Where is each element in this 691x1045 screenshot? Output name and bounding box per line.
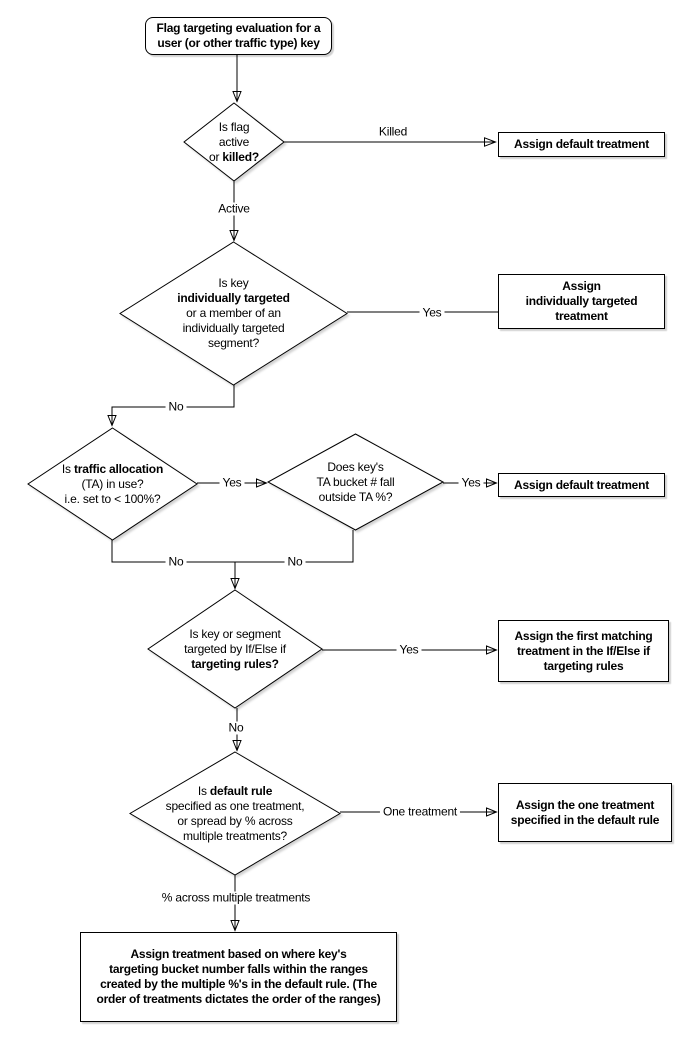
edge-label-killed: Killed	[375, 125, 411, 139]
text-segment-bold: default rule	[209, 783, 273, 798]
node-text-line: order of treatments dictates the order o…	[96, 992, 381, 1006]
node-text-line: or spread by % across	[177, 813, 293, 828]
edge-label-yes-rules: Yes	[396, 643, 422, 657]
node-assign-treatment-ranges: Assign treatment based on where key's ta…	[80, 932, 397, 1022]
node-text-line: TA bucket # fall	[316, 474, 395, 489]
node-text-line: targeted by If/Else if	[184, 641, 286, 656]
node-text-line: outside TA %?	[318, 489, 393, 504]
node-text-line: created by the multiple %'s in the defau…	[100, 977, 377, 991]
diamond-shape	[148, 590, 322, 708]
diamond-shape	[184, 103, 284, 181]
node-assign-default-treatment-1: Assign default treatment	[498, 132, 665, 157]
decision-text: Is key or segment targeted by If/Else if…	[148, 590, 322, 708]
node-text-line: Assign the one treatment	[515, 797, 655, 812]
text-segment-bold: individually targeted	[177, 291, 290, 305]
node-assign-default-treatment-2: Assign default treatment	[498, 473, 665, 497]
node-text-line: individually targeted	[525, 294, 638, 308]
decision-text: Is traffic allocation (TA) in use? i.e. …	[28, 428, 197, 540]
diamond-shape	[28, 428, 197, 540]
node-text-line: Assign treatment based on where key's	[130, 947, 347, 961]
node-text-line: Assign	[562, 279, 601, 293]
edge-label-active: Active	[215, 202, 253, 216]
edge-label-no-left: No	[165, 555, 187, 569]
text-segment: Is	[197, 783, 210, 798]
node-text-line: individually targeted	[182, 321, 285, 335]
decision-ta-bucket: Does key's TA bucket # fall outside TA %…	[268, 434, 443, 530]
node-text-line: treatment in the If/Else if	[517, 643, 650, 658]
decision-text: Is default rule specified as one treatme…	[130, 752, 340, 875]
edge-label-no-rules: No	[225, 721, 247, 735]
node-text-line: targeting rules	[543, 658, 624, 673]
node-text-line: specified in the default rule	[510, 812, 660, 827]
diamond-shape	[268, 434, 443, 530]
decision-text: Is key individually targeted or a member…	[120, 242, 347, 385]
text-segment-bold: killed?	[222, 149, 260, 164]
text-segment-bold: targeting rules?	[191, 656, 279, 671]
text-segment: or	[208, 149, 223, 164]
edge-label-yes-default: Yes	[458, 476, 484, 490]
node-text-line: Is default rule	[197, 783, 273, 799]
node-text-line: i.e. set to < 100%?	[64, 491, 161, 506]
node-text-line: targeting rules?	[191, 656, 279, 672]
node-text-line: or killed?	[209, 150, 259, 165]
decision-flag-active-or-killed: Is flag active or killed?	[184, 103, 284, 181]
diamond-shape	[130, 752, 340, 875]
node-text-line: multiple treatments?	[182, 828, 288, 843]
text-segment: Is	[61, 461, 74, 476]
node-assign-individually-targeted: Assign individually targeted treatment	[498, 274, 665, 329]
node-assign-first-matching: Assign the first matching treatment in t…	[498, 620, 669, 682]
decision-traffic-allocation: Is traffic allocation (TA) in use? i.e. …	[28, 428, 197, 540]
node-text-line: specified as one treatment,	[165, 798, 305, 813]
decision-text: Does key's TA bucket # fall outside TA %…	[268, 434, 443, 530]
edge-label-yes-individual: Yes	[419, 306, 445, 320]
edge-no-merge-right	[235, 530, 354, 563]
node-text-line: Assign the first matching	[514, 628, 653, 643]
decision-targeting-rules: Is key or segment targeted by If/Else if…	[148, 590, 322, 708]
node-text-line: Is flag	[218, 119, 250, 134]
edge-label-no-traffic: No	[165, 400, 187, 414]
node-text-line: Assign default treatment	[514, 137, 649, 151]
edge-no-merge-left	[111, 540, 235, 563]
node-text-line: segment?	[207, 336, 260, 350]
node-start: Flag targeting evaluation for a user (or…	[145, 17, 332, 55]
text-segment-bold: traffic allocation	[73, 461, 164, 476]
node-text-line: active	[218, 134, 250, 149]
decision-text: Is flag active or killed?	[184, 103, 284, 181]
node-text-line: (TA) in use?	[81, 476, 144, 491]
node-text-line: individually targeted	[177, 291, 290, 306]
node-text-line: Flag targeting evaluation for a	[156, 21, 321, 35]
node-assign-one-treatment: Assign the one treatment specified in th…	[498, 783, 672, 842]
node-text-line: targeting bucket number falls within the…	[109, 962, 368, 976]
node-text-line: treatment	[555, 309, 608, 323]
node-text-line: or a member of an	[186, 306, 281, 320]
node-text-line: Does key's	[327, 459, 384, 474]
edge-label-yes-bucket: Yes	[219, 476, 245, 490]
decision-individually-targeted: Is key individually targeted or a member…	[120, 242, 347, 385]
decision-default-rule: Is default rule specified as one treatme…	[130, 752, 340, 875]
edge-label-no-right: No	[284, 555, 306, 569]
node-text-line: Is key	[218, 276, 249, 290]
node-text-line: user (or other traffic type) key	[157, 36, 320, 50]
node-text-line: Is key or segment	[189, 626, 281, 641]
diamond-shape	[120, 242, 347, 385]
node-text-line: Is traffic allocation	[62, 462, 163, 477]
node-text-line: Assign default treatment	[514, 477, 649, 492]
edge-label-one-treatment: One treatment	[379, 805, 461, 819]
edge-label-pct-multiple: % across multiple treatments	[158, 891, 314, 905]
